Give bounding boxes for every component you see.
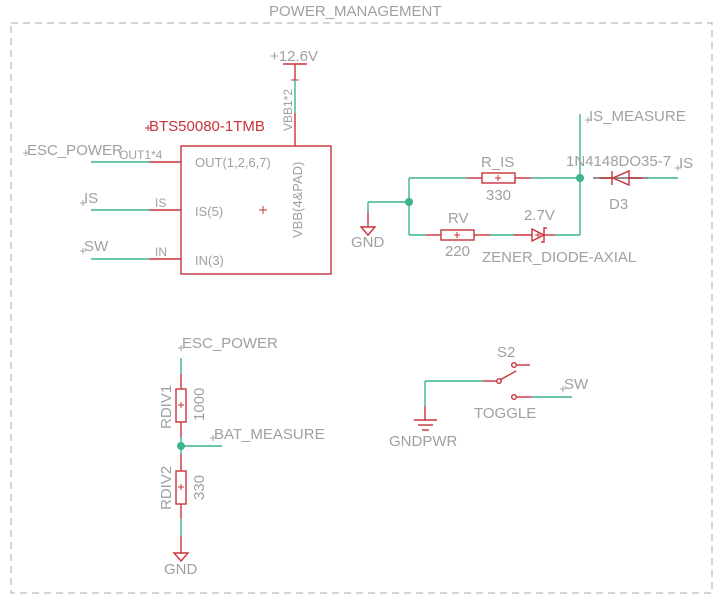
zener-value: 2.7V (524, 207, 555, 224)
switch-lever (499, 370, 517, 381)
ic-pin-is[interactable]: IS IS (80, 190, 181, 211)
ic-name: BTS50080-1TMB (149, 118, 265, 135)
rdiv1-name: RDIV1 (158, 385, 175, 429)
d3-name: D3 (609, 196, 628, 213)
gnd-symbol-divider[interactable]: GND (164, 536, 198, 578)
sheet-frame (10, 22, 713, 594)
net-label-bat-measure: BAT_MEASURE (214, 426, 325, 443)
gnd-icon (359, 226, 377, 237)
supply-12v6[interactable]: +12.6V VBB1*2 (270, 48, 318, 146)
ic-bts50080[interactable]: BTS50080-1TMB OUT(1,2,6,7) IS(5) IN(3) V… (145, 118, 332, 275)
rdiv2-name: RDIV2 (158, 466, 175, 510)
rdiv1-value: 1000 (191, 388, 208, 421)
zener-diode[interactable]: 2.7V ZENER_DIODE-AXIAL (482, 207, 636, 266)
toggle-switch-s2[interactable]: S2 GNDPWR SW TOGGLE (389, 344, 589, 450)
rv-value: 220 (445, 243, 470, 260)
ic-pin-in-label: IN (155, 245, 167, 259)
ic-pin-is-label: IS (155, 196, 166, 210)
rv-name: RV (448, 210, 469, 227)
supply-label: +12.6V (270, 48, 318, 65)
ic-pin-out-inner: OUT(1,2,6,7) (195, 155, 271, 170)
net-label-is-right: IS (679, 155, 693, 172)
d3-part: 1N4148DO35-7 (566, 153, 671, 170)
r-is-name: R_IS (481, 154, 514, 171)
resistor-rdiv1[interactable]: RDIV1 1000 (158, 374, 208, 437)
zener-package: ZENER_DIODE-AXIAL (482, 249, 636, 266)
net-label-sw-switch: SW (564, 376, 589, 393)
ic-vbb-label: VBB(4&PAD) (290, 162, 305, 238)
resistor-rdiv2[interactable]: RDIV2 330 (158, 454, 208, 519)
net-label-sw: SW (84, 238, 109, 255)
s2-name: S2 (497, 344, 515, 361)
ic-pin-out[interactable]: ESC_POWER OUT1*4 (23, 142, 181, 163)
sense-network: GND R_IS 330 RV 220 (351, 108, 693, 266)
diode-d3[interactable]: 1N4148DO35-7 D3 (566, 153, 671, 213)
gnd-label: GND (351, 234, 385, 251)
sheet-title: POWER_MANAGEMENT (269, 3, 442, 20)
resistor-rv[interactable]: RV 220 (426, 210, 490, 260)
ic-pin-is-inner: IS(5) (195, 204, 223, 219)
supply-pin-label: VBB1*2 (281, 89, 295, 131)
voltage-divider: ESC_POWER RDIV1 1000 BAT_MEASURE RDIV2 3… (158, 335, 325, 578)
net-label-is-measure: IS_MEASURE (589, 108, 686, 125)
ic-pin-in[interactable]: SW IN (80, 238, 181, 260)
ic-pin-out-label: OUT1*4 (119, 148, 163, 162)
ic-pin-in-inner: IN(3) (195, 253, 224, 268)
gnd-icon (172, 552, 190, 563)
gndpwr-label: GNDPWR (389, 433, 457, 450)
resistor-r-is[interactable]: R_IS 330 (467, 154, 531, 204)
s2-type: TOGGLE (474, 405, 536, 422)
junction-gnd (405, 198, 413, 206)
net-label-esc-power: ESC_POWER (27, 142, 123, 159)
net-label-is: IS (84, 190, 98, 207)
r-is-value: 330 (486, 187, 511, 204)
net-label-esc-power-divider: ESC_POWER (182, 335, 278, 352)
gnd-label-divider: GND (164, 561, 198, 578)
junction-is (576, 174, 584, 182)
rdiv2-value: 330 (191, 475, 208, 500)
gnd-symbol-sense[interactable]: GND (351, 201, 409, 251)
